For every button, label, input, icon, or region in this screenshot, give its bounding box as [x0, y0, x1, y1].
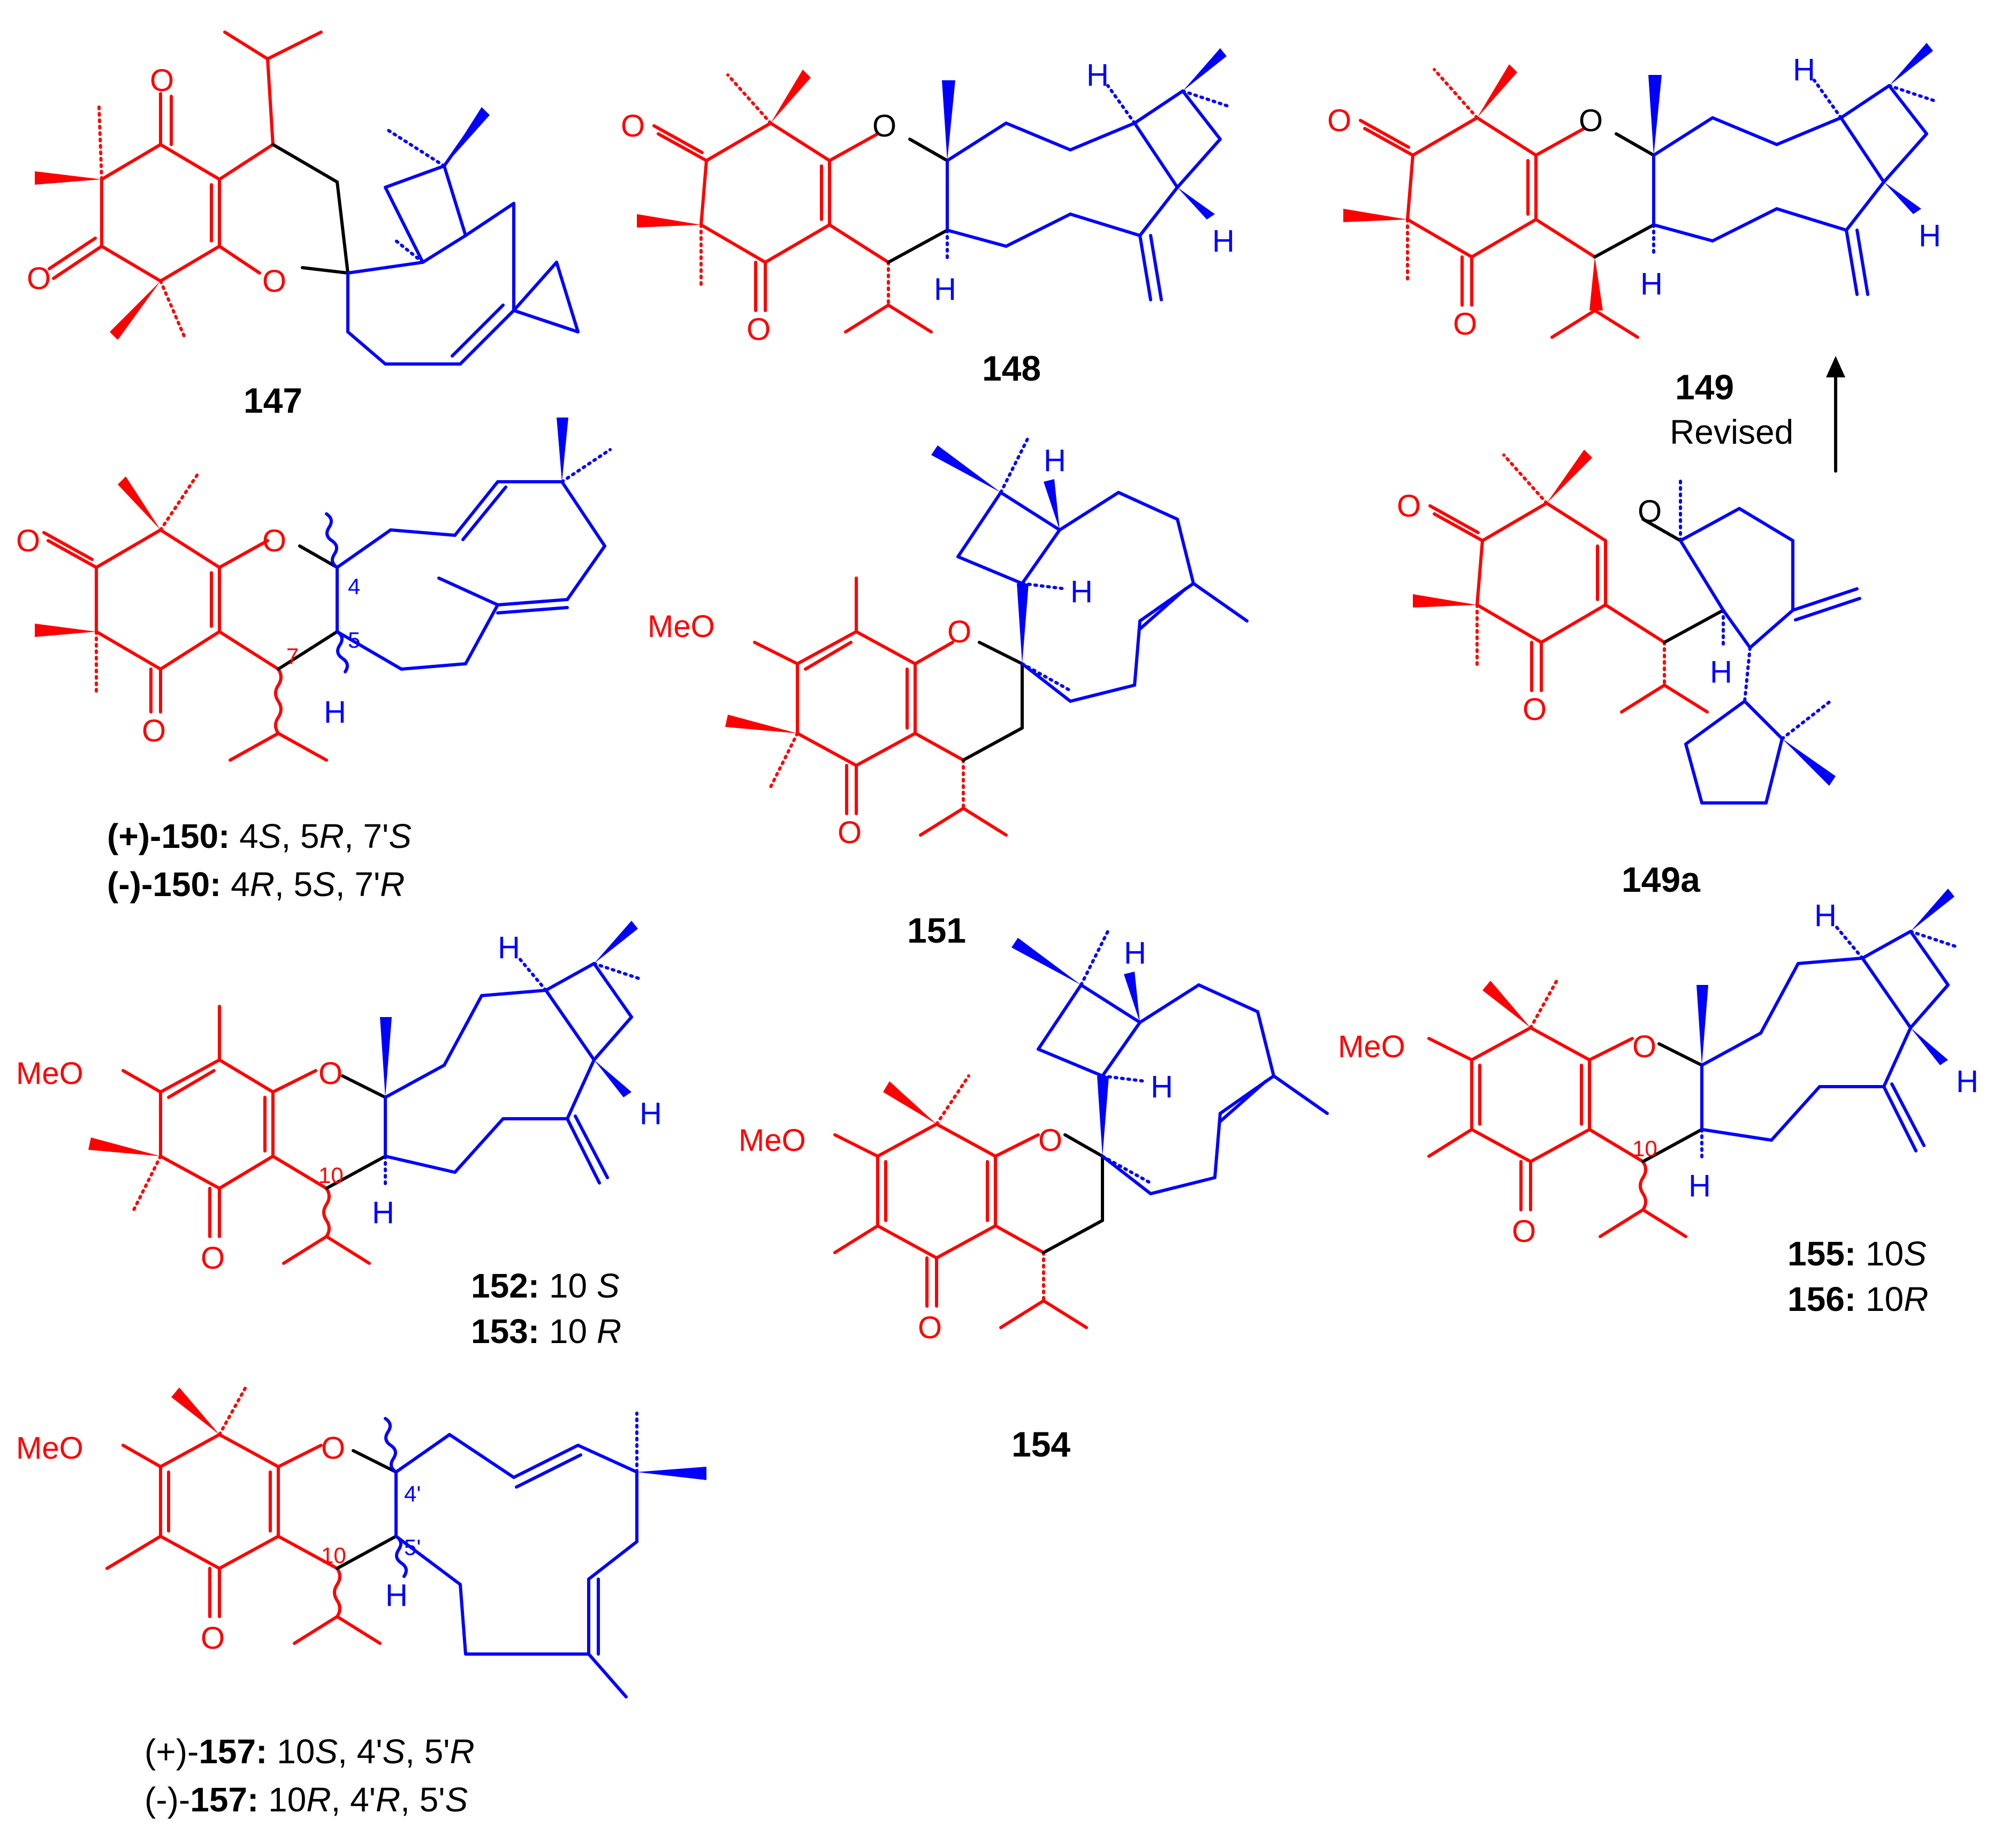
- hydrogen-atom: H: [1212, 224, 1235, 259]
- caption-150-minus: (-)-150: 4R, 5S, 7'R: [107, 865, 405, 904]
- oxygen-atom: O: [1327, 103, 1351, 138]
- locant-10: 10: [318, 1163, 344, 1188]
- hydrogen-atom: H: [498, 930, 520, 965]
- caption-156: 156: 10R: [1787, 1280, 1929, 1318]
- oxygen-atom: O: [150, 63, 174, 98]
- structure-154: [833, 930, 1329, 1329]
- hydrogen-atom: H: [1956, 1064, 1979, 1099]
- caption-157-plus: (+)-157: 10S, 4'S, 5'R: [144, 1732, 475, 1771]
- compound-label-149a: 149a: [1622, 860, 1700, 899]
- oxygen-atom: O: [947, 615, 971, 649]
- caption-155: 155: 10S: [1787, 1234, 1927, 1273]
- methoxy-group: MeO: [16, 1056, 83, 1091]
- locant-5-prime: 5': [404, 1535, 421, 1560]
- hydrogen-atom: H: [1086, 58, 1109, 93]
- oxygen-atom: O: [262, 524, 286, 558]
- oxygen-atom: O: [201, 1621, 225, 1656]
- locant-10: 10: [321, 1543, 346, 1568]
- oxygen-atom: O: [872, 109, 896, 143]
- oxygen-atom: O: [1038, 1123, 1062, 1158]
- hydrogen-atom: H: [372, 1195, 394, 1230]
- hydrogen-atom: H: [1044, 443, 1066, 478]
- caption-153: 153: 10 R: [471, 1312, 622, 1351]
- compound-label-151: 151: [907, 911, 967, 950]
- structure-149a: [1413, 450, 1861, 805]
- locant-4-prime: 4': [404, 1481, 421, 1506]
- locant-5: 5: [348, 627, 360, 653]
- oxygen-atom: O: [201, 1241, 225, 1276]
- oxygen-atom: O: [262, 264, 286, 299]
- hydrogen-atom: H: [385, 1578, 408, 1613]
- hydrogen-atom: H: [640, 1096, 662, 1131]
- caption-152: 152: 10 S: [471, 1266, 620, 1305]
- hydrogen-atom: H: [934, 272, 956, 307]
- caption-150-plus: (+)-150: 4S, 5R, 7'S: [107, 817, 412, 855]
- oxygen-atom: O: [838, 815, 862, 850]
- oxygen-atom: O: [1523, 692, 1547, 727]
- compound-label-154: 154: [1011, 1424, 1071, 1464]
- oxygen-atom: O: [1638, 494, 1662, 529]
- hydrogen-atom: H: [324, 695, 346, 730]
- methoxy-group: MeO: [1338, 1029, 1405, 1064]
- methoxy-group: MeO: [648, 609, 715, 644]
- oxygen-atom: O: [1632, 1029, 1656, 1064]
- oxygen-atom: O: [918, 1310, 942, 1345]
- oxygen-atom: O: [1397, 489, 1421, 524]
- hydrogen-atom: H: [1070, 574, 1093, 609]
- structure-147: [35, 31, 580, 366]
- locant-7: 7: [286, 643, 299, 669]
- oxygen-atom: O: [318, 1056, 343, 1091]
- hydrogen-atom: H: [1919, 218, 1941, 253]
- oxygen-atom: O: [16, 524, 40, 558]
- compound-label-147: 147: [244, 381, 303, 420]
- oxygen-atom: O: [621, 109, 645, 143]
- compound-label-148: 148: [982, 348, 1041, 388]
- structure-148: [637, 48, 1233, 333]
- structure-150: [35, 418, 612, 762]
- hydrogen-atom: H: [1710, 655, 1732, 689]
- structure-157: [105, 1385, 706, 1698]
- locant-10: 10: [1632, 1136, 1657, 1161]
- oxygen-atom: O: [27, 261, 51, 296]
- structure-152: [88, 921, 644, 1265]
- hydrogen-atom: H: [1688, 1169, 1711, 1203]
- hydrogen-atom: H: [1814, 898, 1837, 933]
- oxygen-atom: O: [321, 1431, 345, 1466]
- hydrogen-atom: H: [1124, 936, 1146, 970]
- compound-label-149: 149: [1675, 367, 1734, 407]
- revised-note: Revised: [1670, 413, 1794, 451]
- methoxy-group: MeO: [16, 1431, 83, 1466]
- oxygen-atom: O: [1453, 307, 1477, 342]
- methoxy-group: MeO: [739, 1123, 806, 1158]
- locant-4: 4: [348, 574, 360, 599]
- hydrogen-atom: H: [1151, 1070, 1173, 1104]
- hydrogen-atom: H: [1640, 267, 1663, 301]
- oxygen-atom: O: [747, 312, 771, 347]
- oxygen-atom: O: [1579, 103, 1603, 138]
- structure-155: [1427, 889, 1960, 1238]
- hydrogen-atom: H: [1793, 52, 1815, 87]
- structure-149: [1343, 43, 1939, 473]
- oxygen-atom: O: [1512, 1214, 1536, 1249]
- oxygen-atom: O: [142, 714, 166, 748]
- structure-151: [725, 437, 1249, 837]
- caption-157-minus: (-)-157: 10R, 4'R, 5'S: [144, 1780, 468, 1819]
